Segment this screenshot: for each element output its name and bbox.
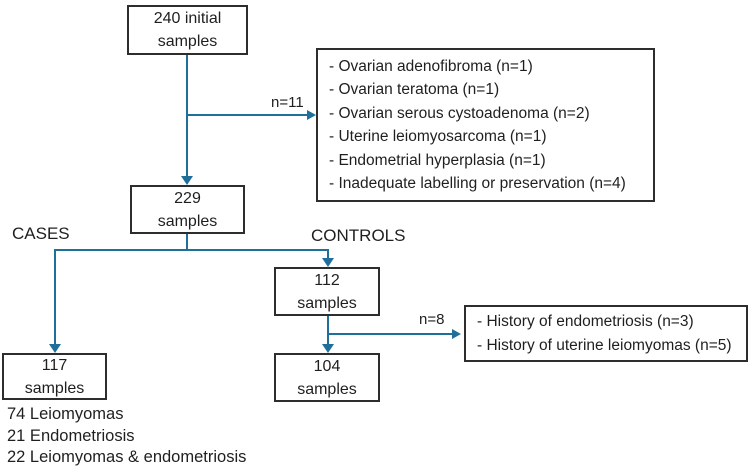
exclusion-item: - Inadequate labelling or preservation (… (329, 175, 626, 192)
split-stem-line (186, 234, 188, 251)
flow-box-cases-final-line1: 117 (41, 356, 68, 374)
flow-box-controls-initial: 112 samples (274, 267, 380, 316)
arrow-to-controls-head (322, 258, 334, 267)
flow-box-initial-line1: 240 initial (153, 10, 222, 27)
breakdown-item: 22 Leiomyomas & endometriosis (7, 448, 247, 466)
exclusion-item: - Endometrial hyperplasia (n=1) (329, 151, 546, 169)
flow-box-initial-samples: 240 initial samples (127, 5, 248, 55)
flow-box-cases-final: 117 samples (2, 353, 107, 400)
arrow-initial-to-filtered-head (181, 176, 193, 185)
history-list-box: - History of endometriosis (n=3) - Histo… (464, 305, 748, 362)
flow-box-initial-line2: samples (157, 33, 218, 50)
cases-breakdown: 74 Leiomyomas 21 Endometriosis 22 Leiomy… (7, 404, 246, 468)
exclusion-item: - Uterine leiomyosarcoma (n=1) (329, 128, 547, 145)
arrow-to-controls-line (327, 249, 329, 259)
flow-box-controls-final-line1: 104 (313, 357, 341, 375)
split-horizontal-line (54, 249, 329, 251)
breakdown-item: 74 Leiomyomas (7, 405, 124, 423)
arrow-controls-to-final-line (327, 316, 329, 344)
exclusion-item: - Ovarian teratoma (n=1) (329, 81, 500, 98)
flow-box-filtered-line2: samples (157, 212, 218, 230)
edge-label-n8: n=8 (419, 311, 445, 328)
exclusion-item: - Ovarian serous cystoadenoma (n=2) (329, 104, 590, 122)
flow-box-filtered-line1: 229 (174, 189, 201, 207)
flow-box-controls-final-line2: samples (297, 380, 357, 398)
arrow-to-cases-line (54, 249, 56, 345)
branch-label-cases: CASES (12, 224, 70, 243)
history-item: - History of uterine leiomyomas (n=5) (477, 336, 732, 354)
breakdown-item: 21 Endometriosis (7, 426, 135, 445)
arrow-to-history-line (328, 333, 452, 335)
flow-box-filtered-samples: 229 samples (130, 185, 245, 234)
exclusion-list-box: - Ovarian adenofibroma (n=1) - Ovarian t… (316, 48, 655, 202)
arrow-to-cases-head (49, 344, 61, 353)
exclusion-item: - Ovarian adenofibroma (n=1) (329, 57, 533, 75)
flow-box-controls-initial-line1: 112 (314, 271, 340, 289)
flow-box-controls-final: 104 samples (274, 353, 380, 402)
arrow-to-exclusion-head (307, 110, 316, 120)
arrow-to-exclusion-line (187, 114, 307, 116)
branch-label-controls: CONTROLS (311, 226, 406, 245)
flow-box-cases-final-line2: samples (24, 379, 85, 397)
flow-box-controls-initial-line2: samples (297, 294, 357, 312)
arrow-controls-to-final-head (322, 344, 334, 353)
edge-label-n11: n=11 (271, 94, 304, 111)
history-item: - History of endometriosis (n=3) (477, 312, 694, 330)
arrow-to-history-head (452, 329, 461, 339)
